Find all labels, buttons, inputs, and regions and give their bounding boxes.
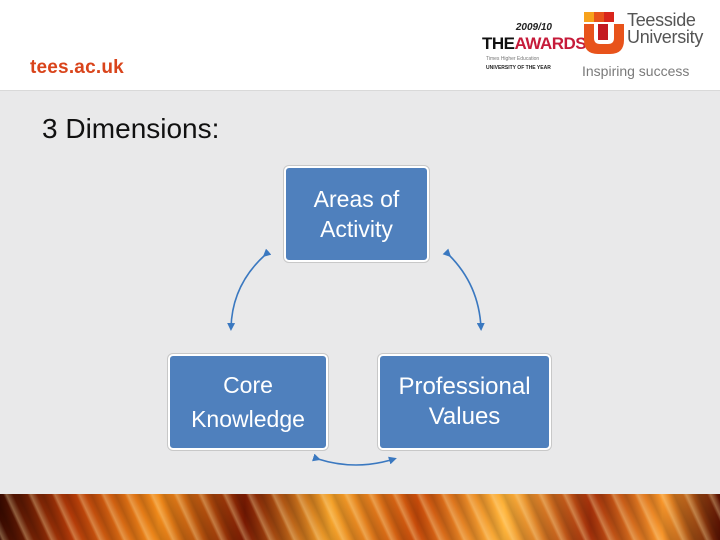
node-professional-values: Professional Values — [378, 354, 551, 450]
arrow-top-left — [227, 248, 272, 331]
decorative-footer-band — [0, 494, 720, 540]
awards-title-main: AWARDS — [514, 34, 587, 53]
slide-header: tees.ac.uk 2009/10 THEAWARDS Times Highe… — [0, 0, 720, 91]
awards-logo: 2009/10 THEAWARDS Times Higher Education… — [482, 20, 587, 78]
arrow-top-right — [442, 248, 485, 331]
site-url: tees.ac.uk — [30, 57, 124, 78]
node-areas-of-activity: Areas of Activity — [284, 166, 429, 262]
node-core-knowledge-label: Core Knowledge — [191, 372, 305, 432]
university-name: Teesside University — [627, 10, 704, 47]
university-tagline: Inspiring success — [582, 63, 690, 79]
university-name-line2: University — [627, 27, 704, 47]
node-professional-values-label: Professional Values — [398, 373, 531, 430]
awards-subtitle: Times Higher Education — [486, 56, 540, 62]
teesside-logo-icon — [584, 12, 624, 54]
node-areas-of-activity-label: Areas of Activity — [313, 186, 400, 242]
awards-year: 2009/10 — [515, 22, 552, 33]
awards-title: THEAWARDS — [482, 34, 587, 54]
arrow-bottom — [312, 453, 397, 466]
awards-title-the: THE — [482, 34, 515, 53]
node-core-knowledge: Core Knowledge — [168, 354, 328, 450]
university-name-line1: Teesside — [627, 10, 696, 30]
awards-subtitle-university: UNIVERSITY OF THE YEAR — [486, 65, 551, 71]
slide-title: 3 Dimensions: — [42, 113, 220, 144]
